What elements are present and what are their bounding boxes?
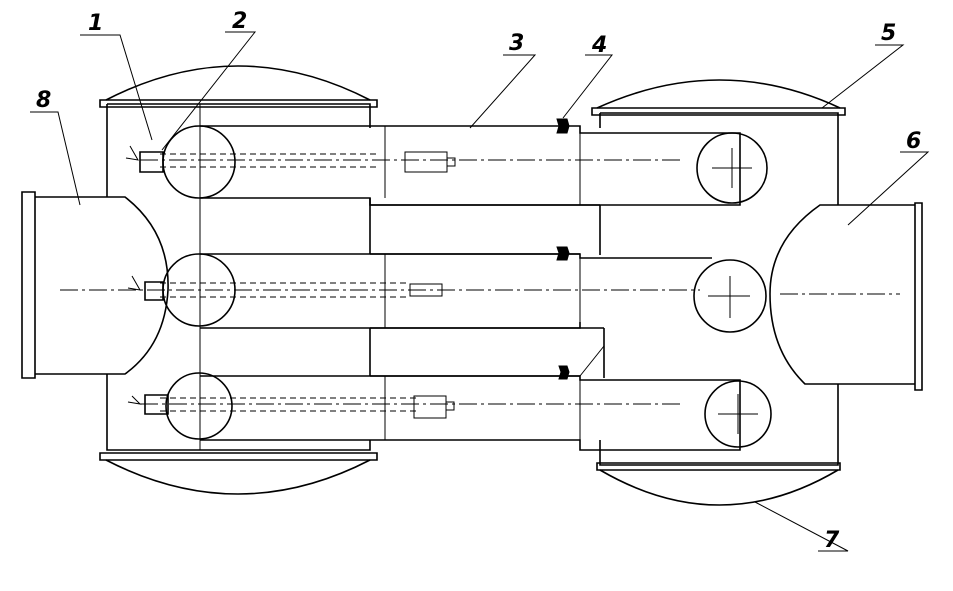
label-part-7: 7 (824, 528, 840, 553)
tube-diagonal (579, 345, 605, 377)
right-outlet-nozzle (769, 202, 923, 391)
tube-middle (60, 253, 767, 333)
tube-separators (370, 204, 604, 377)
label-part-3: 3 (509, 31, 524, 56)
left-inlet-nozzle (21, 191, 169, 379)
label-part-4: 4 (591, 33, 607, 58)
left-header-box (99, 65, 378, 495)
tube-top (125, 125, 768, 206)
label-part-8: 8 (36, 88, 51, 113)
label-part-1: 1 (88, 11, 103, 36)
label-part-2: 2 (232, 9, 247, 34)
tube-bottom (127, 372, 772, 451)
label-part-5: 5 (881, 21, 896, 46)
leader-lines (30, 31, 930, 552)
valve-icons (556, 118, 570, 380)
label-part-6: 6 (906, 129, 921, 154)
right-header-box (591, 79, 846, 506)
